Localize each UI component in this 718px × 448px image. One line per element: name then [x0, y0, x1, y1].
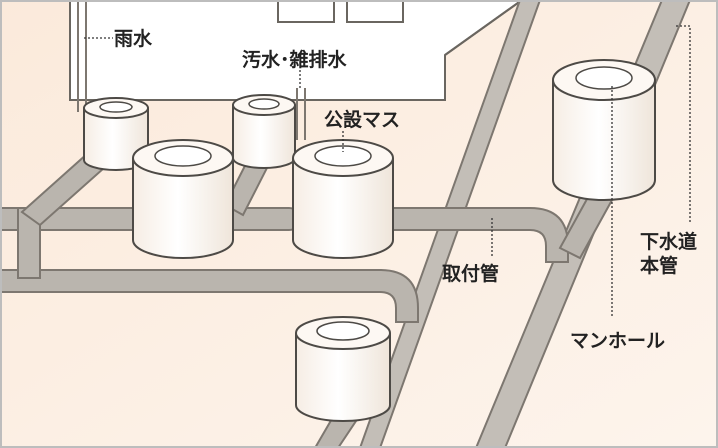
inlet-basin-right	[232, 94, 296, 169]
inlet-basin-left	[83, 97, 149, 171]
label-main-sewer-2: 本管	[640, 254, 678, 277]
label-connection-pipe: 取付管	[442, 262, 499, 285]
label-public-basin: 公設マス	[324, 108, 400, 131]
public-basin	[292, 139, 394, 259]
house	[69, 0, 524, 101]
label-main-sewer-1: 下水道	[640, 230, 697, 253]
label-sewage: 汚水･雑排水	[242, 48, 348, 71]
leader-lines	[84, 25, 691, 318]
label-manhole: マンホール	[570, 330, 665, 352]
label-rainwater: 雨水	[114, 28, 153, 50]
manhole	[552, 59, 656, 201]
downspouts	[77, 0, 306, 140]
private-basin	[132, 139, 234, 259]
house-window-right	[346, 0, 404, 23]
house-window-left	[277, 0, 335, 23]
lower-basin	[295, 316, 391, 422]
